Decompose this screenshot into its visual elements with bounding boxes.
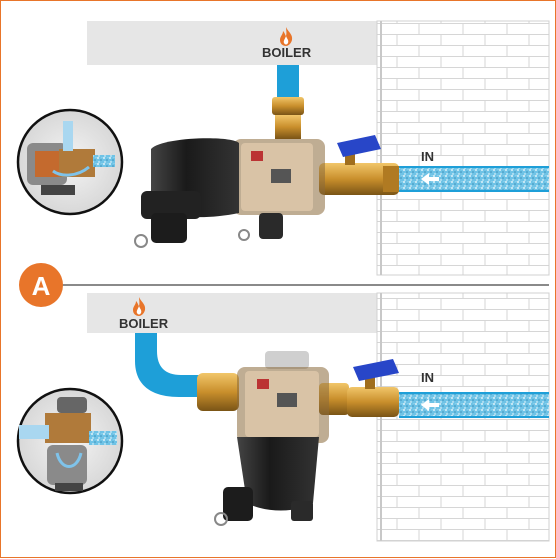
bottom-ball-valve — [347, 387, 399, 417]
top-boiler-label: BOILER — [262, 45, 312, 60]
bottom-boiler-label: BOILER — [119, 316, 169, 331]
top-panel: BOILER IN — [18, 21, 549, 275]
top-inlet-label: IN — [421, 149, 434, 164]
bottom-cutaway-inset — [18, 389, 122, 493]
top-magnetic-filter — [135, 138, 325, 247]
bottom-inlet-label: IN — [421, 370, 434, 385]
top-header-box — [87, 21, 377, 65]
bottom-panel: BOILER IN — [18, 293, 549, 541]
top-valve-handle — [337, 135, 381, 157]
marker-a-badge: A — [19, 263, 63, 307]
top-cutaway-inset — [18, 110, 122, 214]
marker-letter: A — [32, 271, 51, 301]
top-brick-wall — [377, 21, 549, 275]
bottom-boiler-pipe — [135, 333, 201, 397]
top-boiler-pipe — [277, 65, 299, 99]
